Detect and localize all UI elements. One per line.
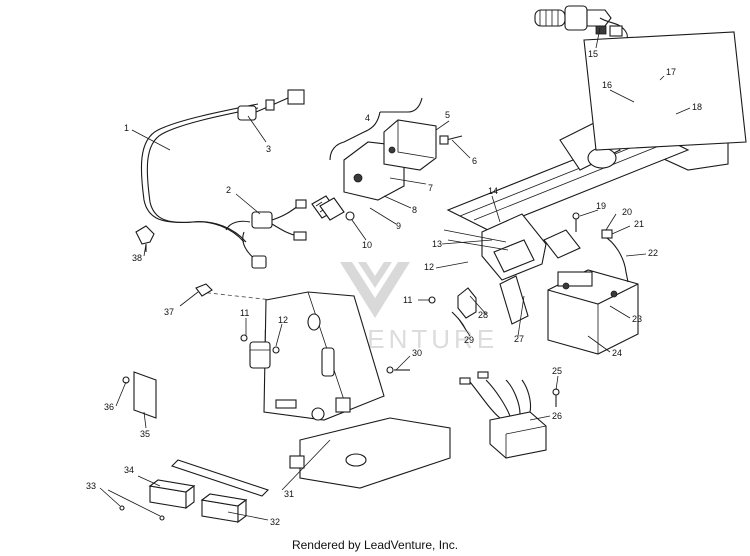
callout-19: 19 xyxy=(596,201,606,211)
callout-28: 28 xyxy=(478,310,488,320)
callout-33: 33 xyxy=(86,481,96,491)
tail-light-assembly xyxy=(319,97,463,221)
callout-38: 38 xyxy=(132,253,142,263)
callout-12-right: 12 xyxy=(424,262,434,272)
callout-20: 20 xyxy=(622,207,632,217)
render-credit: Rendered by LeadVenture, Inc. xyxy=(291,538,459,552)
callout-30: 30 xyxy=(412,348,422,358)
callout-2: 2 xyxy=(226,185,231,195)
callout-35: 35 xyxy=(140,429,150,439)
callout-34: 34 xyxy=(124,465,134,475)
callout-14: 14 xyxy=(488,186,498,196)
regulator-assembly xyxy=(459,371,560,459)
mounting-bracket xyxy=(122,371,157,419)
electrical-modules xyxy=(119,479,248,524)
frame-section xyxy=(443,31,747,325)
callout-18: 18 xyxy=(692,102,702,112)
callout-3: 3 xyxy=(266,144,271,154)
callout-6: 6 xyxy=(472,156,477,166)
callout-13: 13 xyxy=(432,239,442,249)
callout-27: 27 xyxy=(514,334,524,344)
lower-frame-rail xyxy=(170,417,451,497)
callout-32: 32 xyxy=(270,517,280,527)
callout-9: 9 xyxy=(396,221,401,231)
wiring-harness xyxy=(140,89,337,269)
callout-11-right: 11 xyxy=(403,295,412,305)
callout-23: 23 xyxy=(632,314,642,324)
callout-10: 10 xyxy=(362,240,372,250)
connector-bracket xyxy=(428,287,477,331)
callout-5: 5 xyxy=(445,110,450,120)
callout-16: 16 xyxy=(602,80,612,90)
center-panel xyxy=(195,283,410,421)
callout-25: 25 xyxy=(552,366,562,376)
callout-labels: 1 2 3 4 5 6 7 8 9 10 11 11 12 12 13 14 1… xyxy=(86,49,702,527)
callout-17: 17 xyxy=(666,67,676,77)
callout-22: 22 xyxy=(648,248,658,258)
callout-7: 7 xyxy=(428,183,433,193)
callout-24: 24 xyxy=(612,348,622,358)
callout-37: 37 xyxy=(164,307,174,317)
handlebar-switch-assembly xyxy=(534,5,628,43)
callout-26: 26 xyxy=(552,411,562,421)
callout-12-left: 12 xyxy=(278,315,288,325)
callout-4: 4 xyxy=(365,113,370,123)
callout-36: 36 xyxy=(104,402,114,412)
battery-assembly xyxy=(543,212,639,355)
callout-15: 15 xyxy=(588,49,598,59)
leader-lines xyxy=(99,27,691,521)
callout-11-left: 11 xyxy=(240,308,249,318)
callout-21: 21 xyxy=(634,219,644,229)
callout-1: 1 xyxy=(124,123,129,133)
starter-relay xyxy=(240,334,280,369)
callout-31: 31 xyxy=(284,489,294,499)
callout-29: 29 xyxy=(464,335,474,345)
callout-8: 8 xyxy=(412,205,417,215)
